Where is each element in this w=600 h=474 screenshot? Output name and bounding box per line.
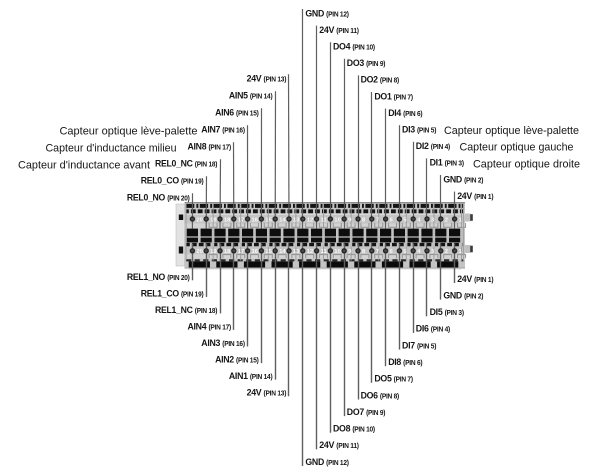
svg-text:18: 18 [224, 217, 231, 223]
svg-text:8: 8 [362, 249, 366, 255]
svg-text:REL1_NO (PIN 20): REL1_NO (PIN 20) [127, 272, 190, 282]
svg-text:24V (PIN 11): 24V (PIN 11) [319, 440, 359, 450]
svg-text:10: 10 [334, 249, 341, 255]
svg-text:15: 15 [265, 217, 272, 223]
svg-text:6: 6 [390, 217, 394, 223]
svg-text:11: 11 [321, 217, 328, 223]
svg-text:24V (PIN 1): 24V (PIN 1) [457, 191, 493, 201]
svg-text:DI1 (PIN 3): DI1 (PIN 3) [430, 158, 464, 168]
svg-text:REL0_CO (PIN 19): REL0_CO (PIN 19) [141, 176, 204, 186]
svg-text:12: 12 [307, 217, 314, 223]
svg-text:Capteur d'inductance milieu: Capteur d'inductance milieu [46, 142, 177, 154]
svg-text:1: 1 [459, 217, 463, 223]
svg-text:REL0_NC (PIN 18): REL0_NC (PIN 18) [155, 159, 217, 169]
svg-text:16: 16 [252, 217, 259, 223]
svg-text:5: 5 [403, 249, 407, 255]
svg-text:24V (PIN 1): 24V (PIN 1) [457, 274, 493, 284]
svg-text:DO1 (PIN 7): DO1 (PIN 7) [374, 91, 412, 101]
svg-text:DI5 (PIN 3): DI5 (PIN 3) [430, 307, 464, 317]
svg-text:3: 3 [431, 249, 435, 255]
svg-text:9: 9 [348, 249, 352, 255]
svg-text:Capteur optique droite: Capteur optique droite [473, 158, 580, 170]
svg-text:DI7 (PIN 5): DI7 (PIN 5) [402, 340, 436, 350]
svg-text:15: 15 [265, 249, 272, 255]
svg-text:9: 9 [348, 217, 352, 223]
svg-text:REL0_NO (PIN 20): REL0_NO (PIN 20) [127, 193, 190, 203]
svg-text:DI4 (PIN 6): DI4 (PIN 6) [388, 108, 422, 118]
svg-text:DI3 (PIN 5): DI3 (PIN 5) [402, 125, 436, 135]
svg-text:19: 19 [210, 217, 217, 223]
svg-text:Capteur optique lève-palette: Capteur optique lève-palette [444, 125, 579, 137]
svg-text:DO5 (PIN 7): DO5 (PIN 7) [374, 374, 412, 384]
svg-text:20: 20 [196, 217, 203, 223]
svg-text:12: 12 [307, 249, 314, 255]
svg-text:6: 6 [390, 249, 394, 255]
svg-text:3: 3 [431, 217, 435, 223]
svg-text:DO4 (PIN 10): DO4 (PIN 10) [333, 42, 375, 52]
svg-text:7: 7 [376, 217, 380, 223]
svg-text:DO7 (PIN 9): DO7 (PIN 9) [347, 407, 385, 417]
svg-text:DI2 (PIN 4): DI2 (PIN 4) [416, 141, 450, 151]
svg-text:13: 13 [293, 217, 300, 223]
svg-text:AIN8 (PIN 17): AIN8 (PIN 17) [188, 142, 232, 152]
svg-text:GND (PIN 12): GND (PIN 12) [305, 8, 348, 18]
svg-text:19: 19 [210, 249, 217, 255]
svg-text:DO2 (PIN 8): DO2 (PIN 8) [361, 75, 399, 85]
svg-text:AIN6 (PIN 15): AIN6 (PIN 15) [215, 108, 259, 118]
svg-text:8: 8 [362, 217, 366, 223]
svg-text:14: 14 [279, 217, 286, 223]
svg-text:17: 17 [238, 249, 245, 255]
svg-text:20: 20 [196, 249, 203, 255]
svg-text:24V (PIN 13): 24V (PIN 13) [247, 388, 287, 398]
svg-text:GND (PIN 12): GND (PIN 12) [305, 457, 348, 467]
svg-text:AIN7 (PIN 16): AIN7 (PIN 16) [201, 125, 245, 135]
svg-text:10: 10 [334, 217, 341, 223]
svg-text:GND (PIN 2): GND (PIN 2) [443, 290, 483, 300]
svg-text:5: 5 [403, 217, 407, 223]
svg-text:DI8 (PIN 6): DI8 (PIN 6) [388, 357, 422, 367]
svg-text:16: 16 [252, 249, 259, 255]
svg-text:11: 11 [321, 249, 328, 255]
svg-text:4: 4 [417, 249, 421, 255]
svg-text:DO3 (PIN 9): DO3 (PIN 9) [347, 58, 385, 68]
svg-text:REL1_CO (PIN 19): REL1_CO (PIN 19) [141, 288, 204, 298]
svg-text:2: 2 [445, 217, 449, 223]
svg-text:AIN2 (PIN 15): AIN2 (PIN 15) [215, 355, 259, 365]
svg-text:4: 4 [417, 217, 421, 223]
svg-text:AIN3 (PIN 16): AIN3 (PIN 16) [201, 338, 245, 348]
svg-text:18: 18 [224, 249, 231, 255]
svg-text:DO6 (PIN 8): DO6 (PIN 8) [361, 390, 399, 400]
svg-text:AIN5 (PIN 14): AIN5 (PIN 14) [229, 91, 273, 101]
svg-text:DI6 (PIN 4): DI6 (PIN 4) [416, 324, 450, 334]
svg-text:AIN4 (PIN 17): AIN4 (PIN 17) [188, 321, 232, 331]
svg-text:Capteur d'inductance avant: Capteur d'inductance avant [18, 159, 150, 171]
svg-text:13: 13 [293, 249, 300, 255]
svg-text:DO8 (PIN 10): DO8 (PIN 10) [333, 424, 375, 434]
svg-text:1: 1 [459, 249, 463, 255]
svg-text:17: 17 [238, 217, 245, 223]
svg-text:7: 7 [376, 249, 380, 255]
svg-text:Capteur optique lève-palette: Capteur optique lève-palette [60, 125, 198, 137]
svg-text:24V (PIN 11): 24V (PIN 11) [319, 25, 359, 35]
svg-text:REL1_NC (PIN 18): REL1_NC (PIN 18) [155, 305, 217, 315]
svg-text:14: 14 [279, 249, 286, 255]
svg-text:GND (PIN 2): GND (PIN 2) [443, 174, 483, 184]
svg-text:Capteur optique gauche: Capteur optique gauche [460, 142, 574, 154]
svg-text:24V (PIN 13): 24V (PIN 13) [247, 74, 287, 84]
svg-text:AIN1 (PIN 14): AIN1 (PIN 14) [229, 371, 273, 381]
svg-text:2: 2 [445, 249, 449, 255]
